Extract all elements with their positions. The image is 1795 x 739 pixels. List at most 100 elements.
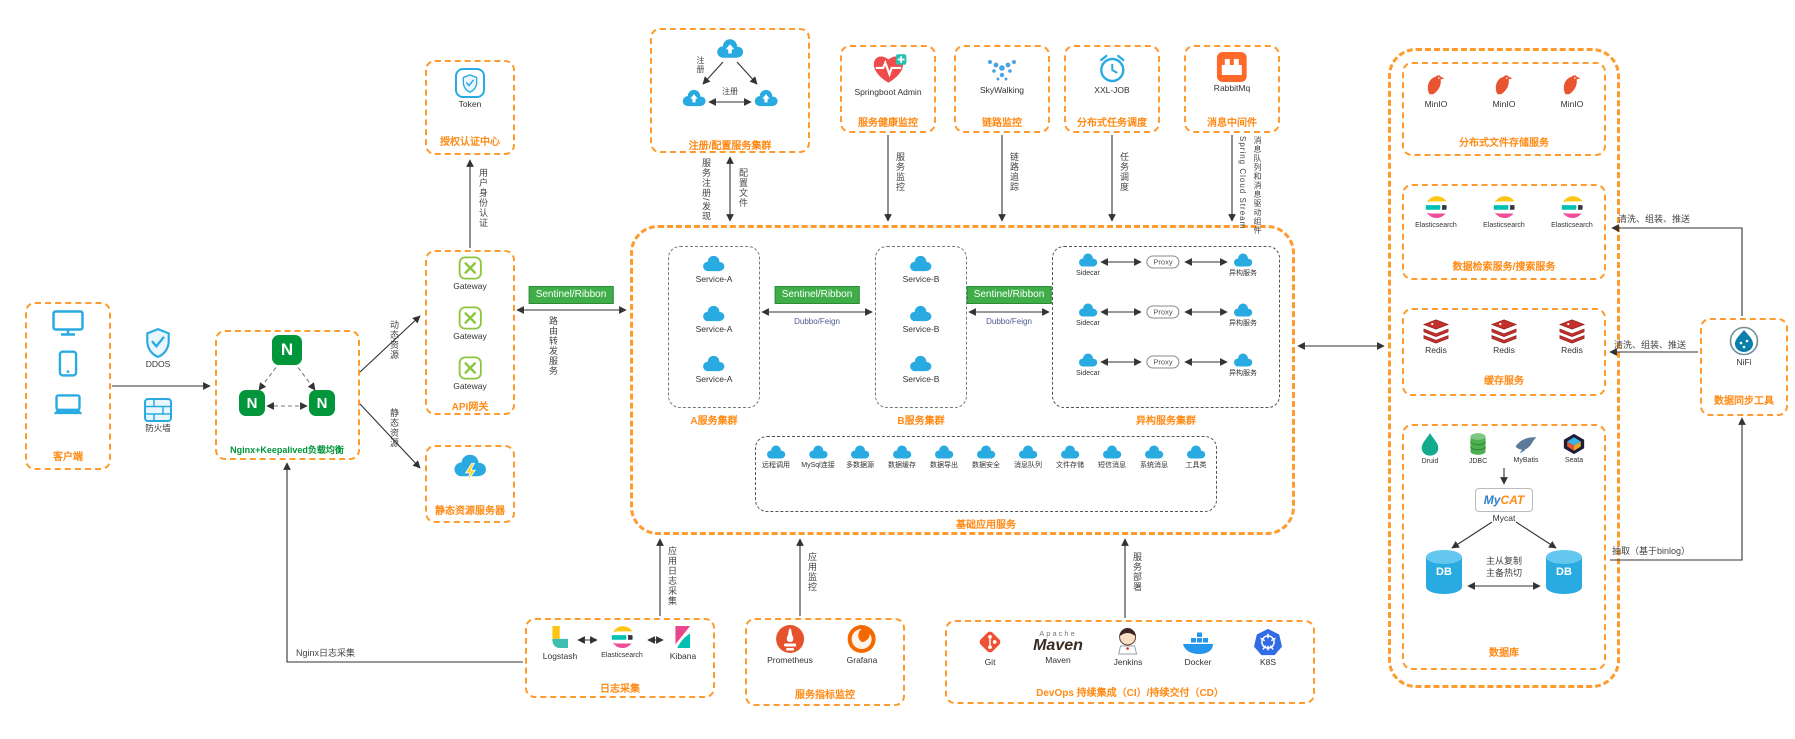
minio-node: MinIO [1491,72,1517,110]
minio-panel [1402,62,1606,156]
service-b-node: Service-B [903,354,939,385]
nifi-name: NiFi [1736,357,1752,367]
nifi-node: NiFi [1729,326,1759,368]
service-b-node: Service-B [903,254,939,285]
db-panel [1402,424,1606,670]
database-cylinder-icon: DB [1546,550,1582,594]
nginx-panel [215,330,360,460]
nginx-node-left: N [239,390,265,416]
hetero-service-node: 异构服务 [1229,352,1257,378]
cloud-icon [1076,302,1100,318]
elasticsearch-icon [1559,194,1585,220]
health-monitor-label: 服务健康监控 [858,118,918,129]
edge-label-dynamic: 动态资源 [389,320,399,360]
alarm-clock-icon [1096,52,1128,84]
cloud-icon [1231,352,1255,368]
jenkins-icon [1115,626,1141,656]
edge-label-register-horizontal: 注册 [722,87,738,96]
cloud-icon [764,444,788,460]
static-server-node [449,453,491,484]
sentinel-ribbon-badge: Sentinel/Ribbon [774,286,860,304]
cloud-icon [848,444,872,460]
devops-label: DevOps 持续集成（CI）/持续交付（CD） [1036,688,1224,699]
cloud-icon [1231,302,1255,318]
shield-icon [145,328,171,358]
base-service-node: 文件存储 [1056,444,1084,470]
nginx-icon: N [239,390,265,416]
client-tablet [59,350,78,377]
edge-label-nginx-log: Nginx日志采集 [296,648,356,658]
edge-label-static: 静态资源 [389,408,399,448]
springboot-admin-panel [840,45,936,133]
druid-node: Druid [1420,432,1440,466]
es-panel [1402,184,1606,280]
edge-label-discover: 服务注册/发现 [701,158,711,222]
client-laptop [52,394,85,417]
laptop-icon [52,394,85,417]
firewall-node: 防火墙 [144,398,172,434]
cloud-icon [974,444,998,460]
logs-label: 日志采集 [600,684,640,695]
edge-label-trace: 链路追踪 [1009,152,1019,192]
seata-node: Seata [1563,433,1585,465]
cluster-b-label: B服务集群 [897,416,945,427]
gateway-icon [458,256,482,280]
cloud-icon [679,88,709,108]
base-service-node: 系统消息 [1140,444,1168,470]
gateway-icon [458,356,482,380]
client-desktop [52,310,84,336]
jenkins-node: Jenkins [1114,626,1142,668]
monitor-icon [52,310,84,336]
hetero-service-node: 异构服务 [1229,252,1257,278]
grafana-icon [847,624,877,654]
service-a-node: Service-A [696,354,732,385]
nginx-node-right: N [309,390,335,416]
trace-monitor-label: 链路监控 [982,118,1022,129]
registry-cloud-top [713,37,747,60]
gateway-node-3: Gateway [453,356,487,392]
devops-panel [945,620,1315,704]
edge-label-monitor: 服务监控 [895,152,905,192]
base-service-node: 消息队列 [1014,444,1042,470]
nifi-label: 数据同步工具 [1714,396,1774,407]
xxljob-name: XXL-JOB [1094,85,1130,95]
minio-icon [1423,72,1449,98]
redis-cluster-label: 缓存服务 [1484,376,1524,387]
es-node: Elasticsearch [1415,194,1457,230]
auth-node: Token [455,68,485,110]
elasticsearch-node: Elasticsearch [601,624,643,660]
sentinel-ribbon-badge: Sentinel/Ribbon [528,286,614,304]
rabbit-icon [1217,52,1247,82]
nifi-panel [1700,318,1788,416]
cluster-b-panel [875,246,967,408]
grafana-node: Grafana [847,624,877,666]
tablet-icon [59,350,78,377]
cloud-icon [890,444,914,460]
edge-label-route: 路由转发服务 [548,316,558,376]
sidecar-node: Sidecar [1076,302,1100,328]
prometheus-icon [775,624,805,654]
docker-icon [1181,630,1215,656]
api-gateway-label: API网关 [451,402,489,413]
redis-node: Redis [1558,318,1586,356]
service-a-node: Service-A [696,254,732,285]
client-panel [25,302,111,470]
logstash-icon [549,624,571,650]
cloud-icon [907,254,935,273]
es-node: Elasticsearch [1551,194,1593,230]
microservices-panel [630,225,1295,535]
firewall-label: 防火墙 [145,423,171,433]
edge-label-deploy: 服务部署 [1132,552,1142,592]
redis-panel [1402,308,1606,396]
dubbo-feign-label: Dubbo/Feign [986,317,1032,326]
kubernetes-icon [1254,628,1282,656]
base-service-node: 工具类 [1184,444,1208,470]
cloud-icon [907,354,935,373]
cloud-icon [1184,444,1208,460]
cluster-a-label: A服务集群 [690,416,738,427]
git-icon [976,628,1004,656]
edge-label-etl-2: 清洗、组装、推送 [1614,340,1687,350]
